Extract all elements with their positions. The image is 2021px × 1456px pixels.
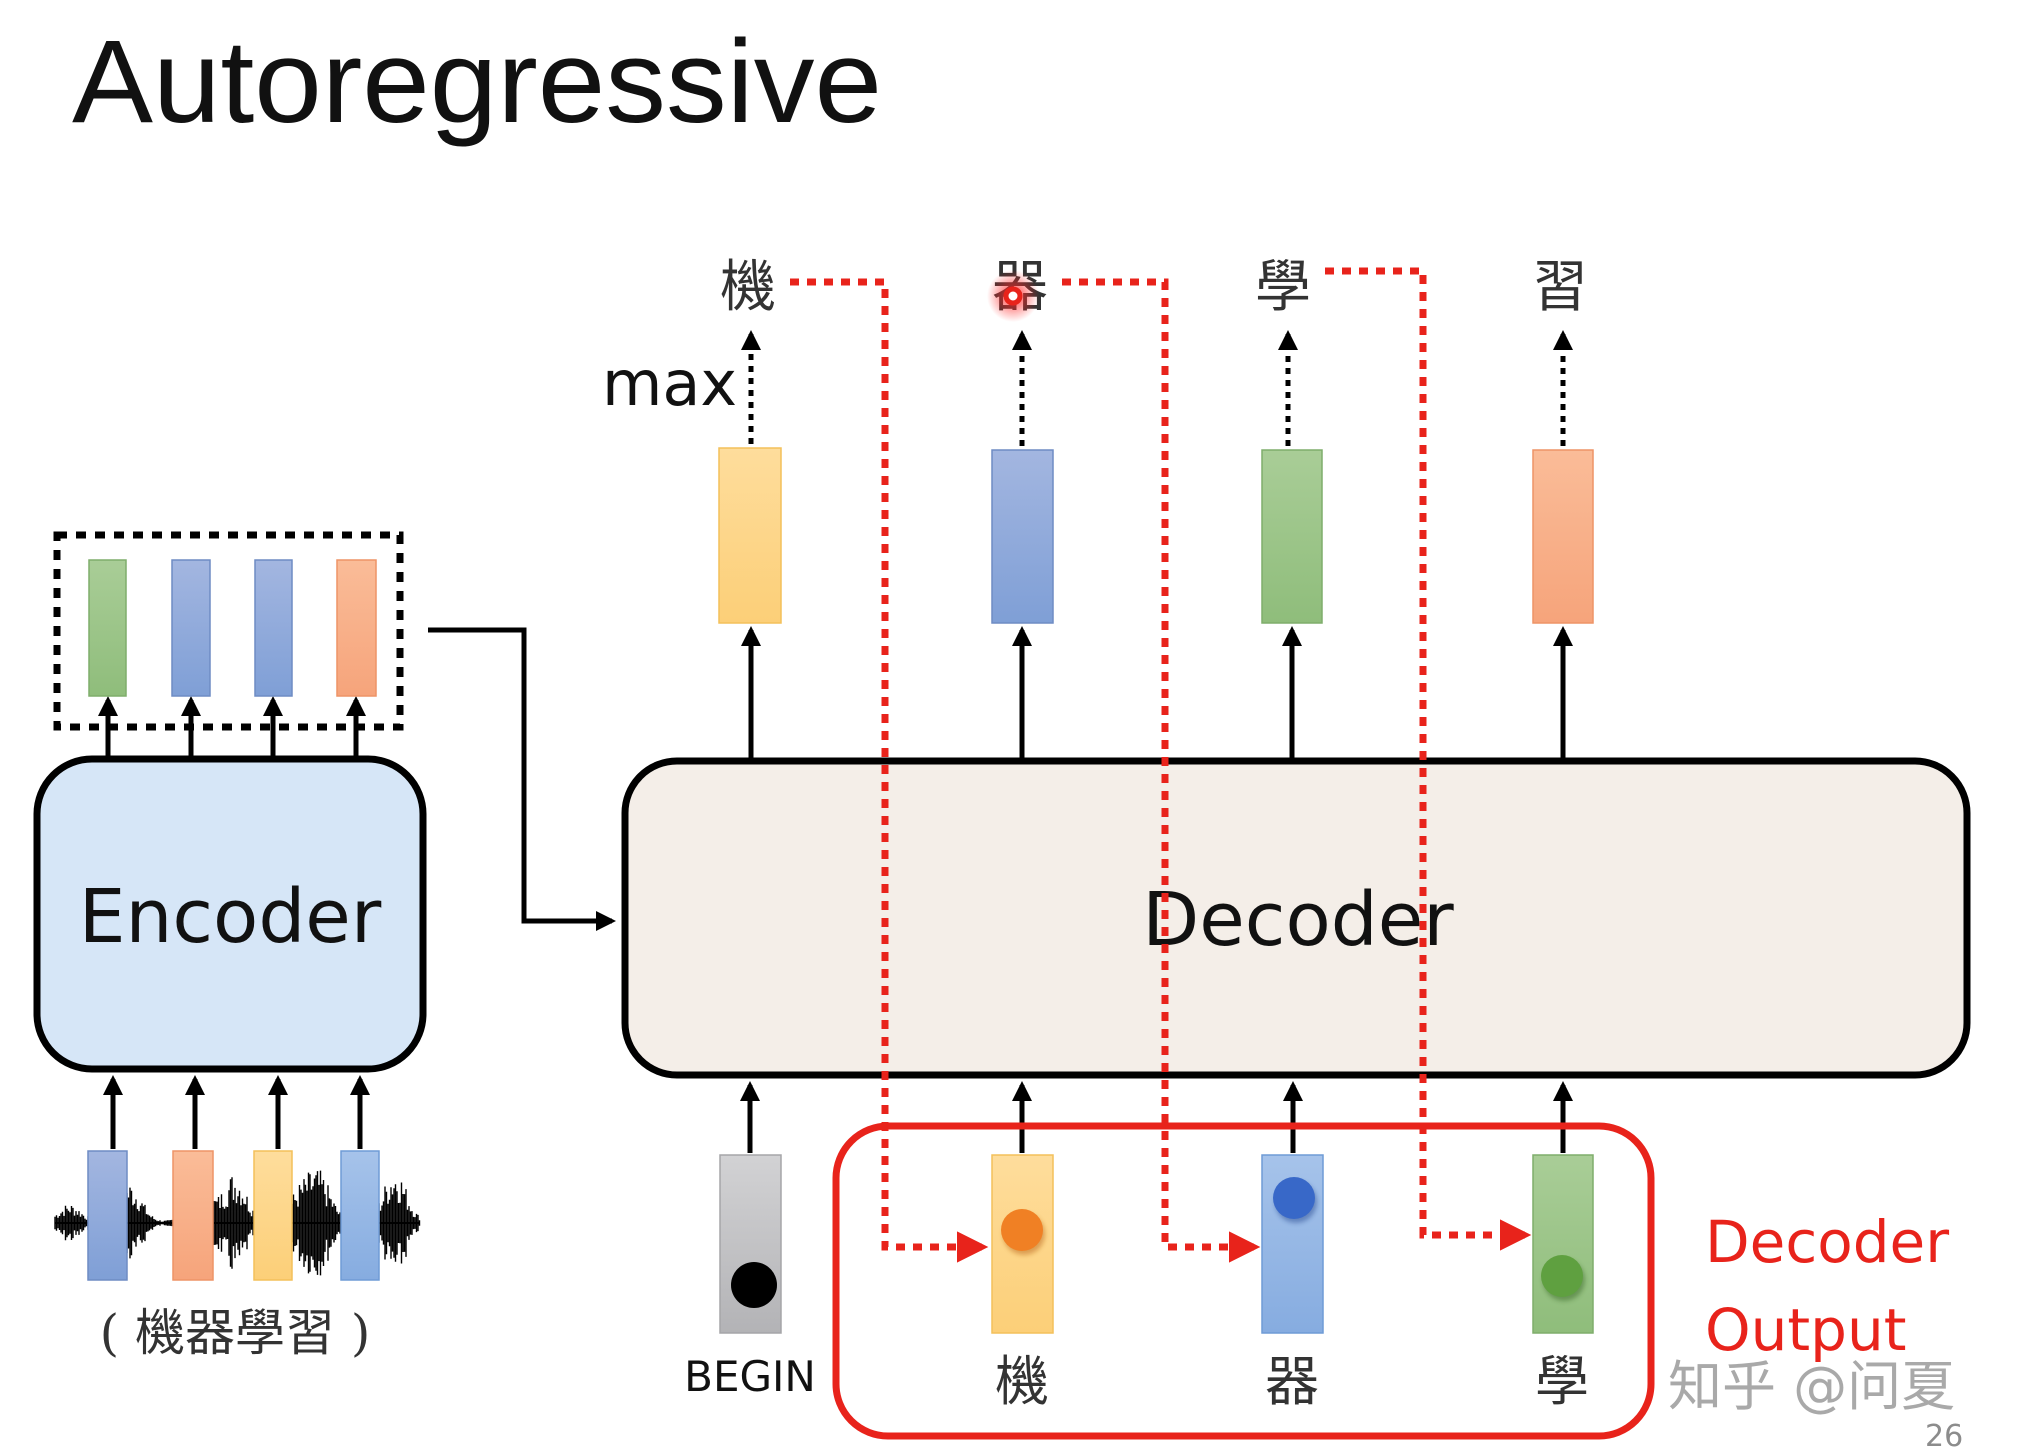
decoder-input-vector-4 (1532, 1154, 1594, 1334)
begin-label: BEGIN (684, 1352, 816, 1401)
encoder-input-vector-3 (253, 1150, 293, 1281)
encoder-output-vector-1 (88, 559, 127, 697)
feedback-line-2 (1062, 278, 1261, 1263)
feedback-line-1 (790, 278, 989, 1263)
encoder-output-vector-2 (171, 559, 211, 697)
input-token-label-3: 器 (1265, 1350, 1319, 1413)
decoder-output-vector-3 (1261, 449, 1323, 624)
feedback-line-3 (1325, 267, 1532, 1251)
token-dot-green (1541, 1255, 1583, 1297)
decoder-output-highlight-box (832, 1122, 1655, 1440)
decoder-output-annotation-line1: Decoder (1705, 1208, 1949, 1276)
slide-title: Autoregressive (72, 16, 882, 148)
max-label: max (602, 347, 737, 420)
decoder-output-vector-2 (991, 449, 1054, 624)
input-token-label-2: 機 (995, 1350, 1049, 1413)
token-dot-blue (1273, 1177, 1315, 1219)
encoder-input-vector-1 (87, 1150, 128, 1281)
output-token-1: 機 (720, 255, 776, 320)
input-token-label-4: 學 (1535, 1350, 1589, 1413)
encoder-to-decoder-connector (428, 627, 616, 931)
encoder-block (33, 755, 427, 1073)
decoder-block (621, 757, 1971, 1079)
encoder-output-vector-4 (336, 559, 377, 697)
encoder-input-label: ( 機器學習 ) (100, 1304, 371, 1362)
decoder-output-vector-4 (1532, 449, 1594, 624)
pointer-cursor-icon (1003, 286, 1023, 306)
watermark: 知乎 @问夏 (1668, 1355, 1955, 1418)
output-token-3: 學 (1255, 255, 1311, 320)
encoder-input-vector-2 (172, 1150, 214, 1281)
decoder-output-annotation-line2: Output (1705, 1296, 1906, 1364)
decoder-output-vector-1 (718, 447, 782, 624)
encoder-group: ( 機器學習 ) Encoder (33, 531, 427, 1362)
encoder-output-vector-3 (254, 559, 293, 697)
encoder-label: Encoder (79, 874, 382, 960)
begin-token-dot (731, 1262, 777, 1308)
output-token-4: 習 (1532, 255, 1588, 320)
page-number: 26 (1925, 1419, 1963, 1454)
token-dot-orange (1001, 1209, 1043, 1251)
decoder-label: Decoder (1142, 877, 1454, 963)
encoder-output-group-box (53, 531, 404, 731)
encoder-input-vector-4 (340, 1150, 380, 1281)
